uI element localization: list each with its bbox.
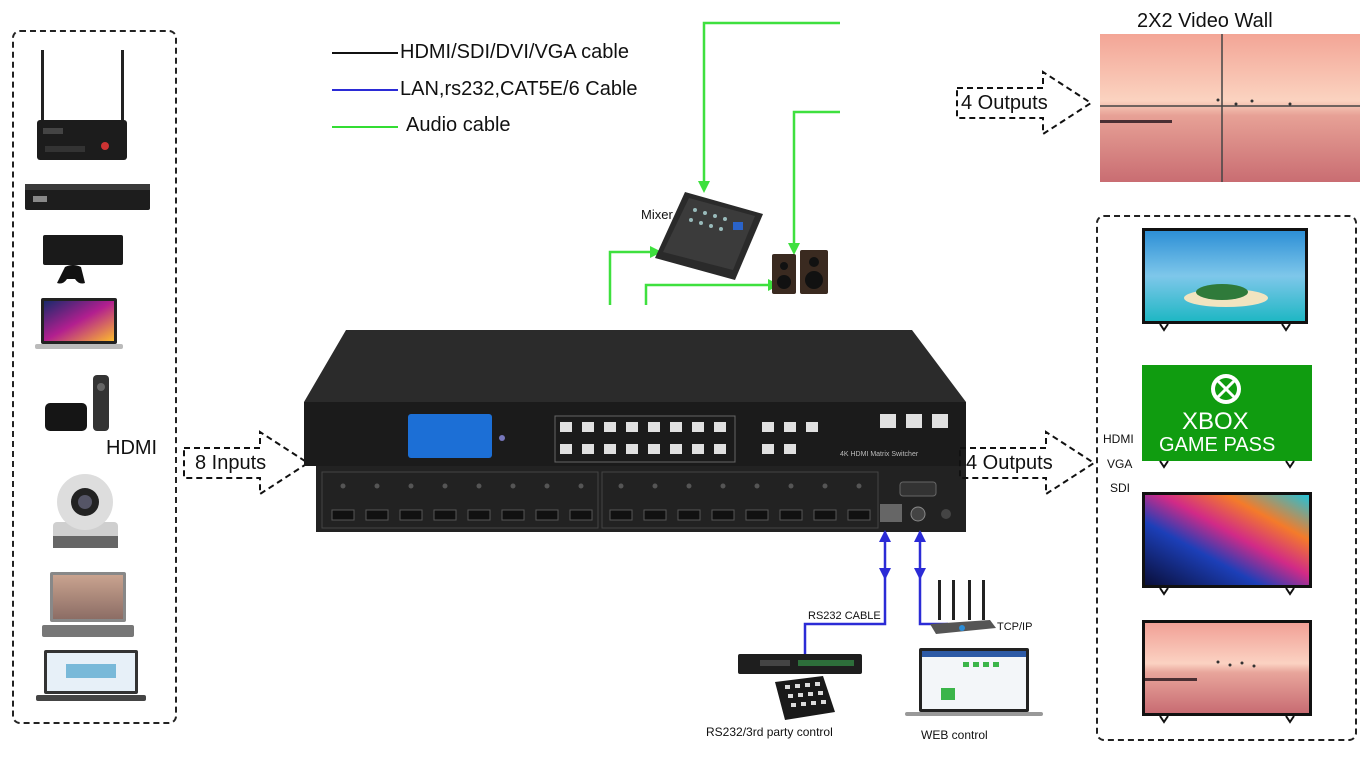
laptop-icon-3 bbox=[36, 650, 146, 705]
set-top-box-icon bbox=[25, 182, 150, 214]
keypad-icon bbox=[775, 676, 837, 720]
rs232-cable-label: RS232 CABLE bbox=[808, 610, 881, 622]
sources-label: HDMI bbox=[106, 437, 158, 459]
video-wall bbox=[1100, 34, 1360, 182]
laptop-icon-2 bbox=[42, 570, 134, 640]
output-type-vga: VGA bbox=[1107, 457, 1133, 471]
tv-sunset bbox=[1142, 620, 1312, 724]
outputs-label: 4 Outputs bbox=[966, 452, 1053, 474]
laptop-icon bbox=[35, 298, 125, 353]
tv-xbox bbox=[1142, 365, 1312, 471]
router-icon bbox=[35, 50, 130, 165]
game-console-icon bbox=[43, 235, 123, 285]
mixer-icon bbox=[655, 192, 765, 282]
web-control-laptop-icon bbox=[905, 648, 1043, 720]
media-player-icon bbox=[45, 373, 115, 433]
tv-island bbox=[1142, 228, 1308, 332]
matrix-switcher bbox=[302, 330, 970, 535]
xbox-line2: GAME PASS bbox=[1159, 434, 1276, 456]
xbox-line1: XBOX bbox=[1182, 408, 1249, 435]
output-type-sdi: SDI bbox=[1110, 481, 1131, 495]
ptz-camera-icon bbox=[48, 470, 123, 550]
tv-abstract bbox=[1142, 492, 1312, 596]
inputs-label: 8 Inputs bbox=[195, 452, 267, 474]
legend-lan-label: LAN,rs232,CAT5E/6 Cable bbox=[400, 78, 638, 100]
legend-hdmi-label: HDMI/SDI/DVI/VGA cable bbox=[400, 41, 629, 63]
matrix-model-text: 4K HDMI Matrix Switcher bbox=[840, 451, 919, 458]
legend-hdmi-line bbox=[332, 52, 398, 54]
speakers-icon bbox=[770, 248, 832, 296]
legend-audio-label: Audio cable bbox=[406, 114, 511, 136]
video-wall-title: 2X2 Video Wall bbox=[1137, 10, 1273, 32]
wifi-router-icon bbox=[930, 580, 996, 636]
audio-cables bbox=[608, 21, 840, 305]
video-wall-outputs-arrow bbox=[955, 70, 1095, 136]
legend-audio-line bbox=[332, 126, 398, 128]
outputs-arrow bbox=[958, 430, 1098, 496]
inputs-arrow bbox=[182, 430, 312, 496]
web-control-label: WEB control bbox=[921, 728, 988, 742]
sources-group bbox=[12, 30, 177, 724]
output-type-hdmi: HDMI bbox=[1103, 432, 1134, 446]
tcpip-label: TCP/IP bbox=[997, 621, 1033, 633]
displays-group bbox=[1096, 215, 1357, 741]
rs232-controller-icon bbox=[738, 650, 862, 678]
legend-lan-line bbox=[332, 89, 398, 91]
video-wall-outputs-label: 4 Outputs bbox=[961, 92, 1048, 114]
rs232-control-label: RS232/3rd party control bbox=[706, 725, 833, 739]
mixer-label: Mixer bbox=[641, 207, 673, 222]
